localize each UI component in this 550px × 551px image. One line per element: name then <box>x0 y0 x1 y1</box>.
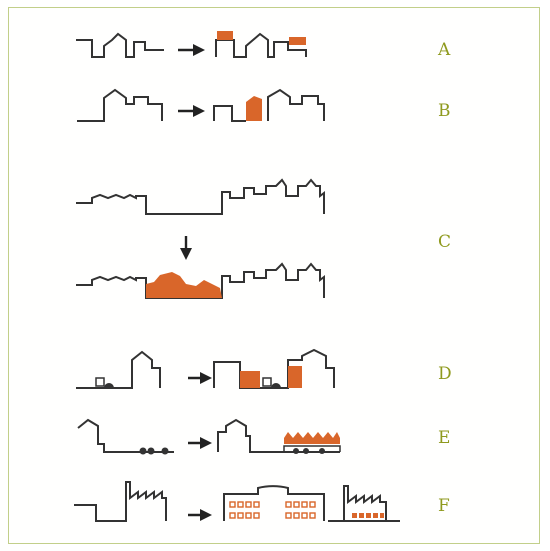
row-label-e: E <box>438 428 451 448</box>
row-a-after-skyline <box>215 32 307 58</box>
row-a-scenario <box>76 32 307 58</box>
row-d-infill-2 <box>288 366 302 388</box>
car-icon <box>319 448 325 454</box>
row-label-f: F <box>438 496 451 516</box>
row-c-before-skyline <box>76 178 325 215</box>
row-a-infill-1 <box>217 31 233 40</box>
car-icon <box>139 447 147 455</box>
row-e-before-skyline <box>77 418 174 453</box>
row-label-d: D <box>438 364 453 384</box>
row-f-windows <box>229 501 316 519</box>
factory-icon <box>74 481 167 522</box>
row-c-after-skyline <box>76 262 325 299</box>
car-icon <box>303 448 309 454</box>
row-b-scenario <box>77 88 325 122</box>
row-e-infill <box>284 432 340 444</box>
row-f-scenario <box>74 481 400 522</box>
row-a-before-skyline <box>76 32 164 58</box>
car-icon <box>161 447 169 455</box>
row-d-scenario <box>76 348 335 389</box>
row-e-scenario <box>77 418 341 453</box>
row-e-after-skyline <box>217 418 340 453</box>
row-d-before-skyline <box>76 350 161 389</box>
car-icon <box>293 448 299 454</box>
row-label-b: B <box>438 101 451 121</box>
row-label-c: C <box>438 232 452 252</box>
row-a-infill-2 <box>289 37 306 45</box>
row-b-before-skyline <box>77 88 163 122</box>
car-icon <box>95 377 105 387</box>
car-icon <box>104 383 114 388</box>
row-b-infill <box>246 96 262 121</box>
row-d-infill-1 <box>240 371 260 388</box>
diagram-frame <box>8 7 540 544</box>
car-icon <box>147 447 155 455</box>
row-d-after-skyline <box>213 348 335 389</box>
row-c-infill <box>146 272 222 298</box>
car-icon <box>262 377 272 387</box>
row-c-scenario <box>76 178 325 299</box>
factory-icon <box>343 485 387 521</box>
row-label-a: A <box>438 40 451 60</box>
car-icon <box>271 383 281 388</box>
row-b-after-skyline <box>213 88 325 122</box>
row-f-after-building <box>223 485 325 521</box>
